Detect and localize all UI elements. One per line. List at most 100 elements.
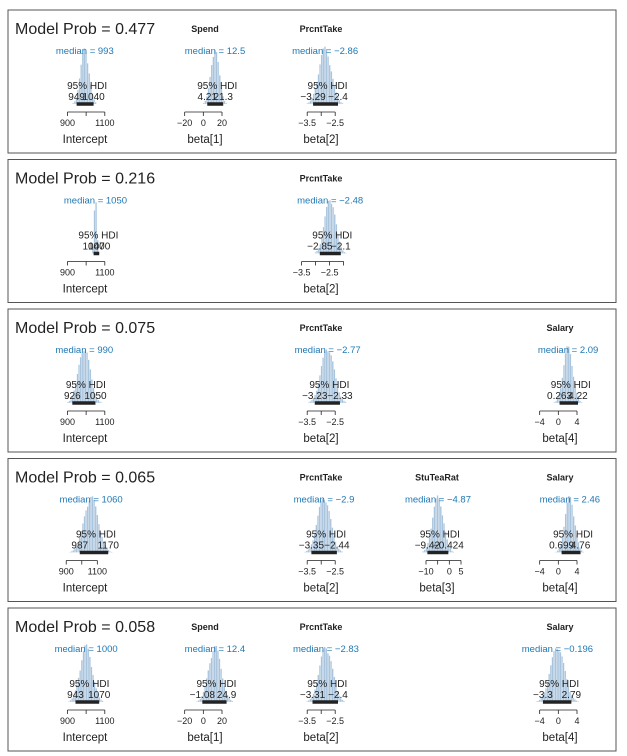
histogram-bar xyxy=(555,551,558,553)
x-tick-label: 0 xyxy=(556,567,561,577)
hdi-label: 95% HDI xyxy=(78,231,118,242)
hdi-label: 95% HDI xyxy=(307,679,347,690)
hdi-low-label: −3.3 xyxy=(533,690,553,701)
x-tick-label: 1100 xyxy=(95,118,114,128)
x-tick-label: −4 xyxy=(535,567,545,577)
hdi-label: 95% HDI xyxy=(69,679,109,690)
hdi-low-label: 1040 xyxy=(82,242,105,253)
hdi-low-label: 987 xyxy=(71,541,88,552)
hdi-low-label: 926 xyxy=(64,391,81,402)
x-axis-label: Intercept xyxy=(63,134,109,146)
hdi-high-label: −2.4 xyxy=(328,690,348,701)
histogram-bar xyxy=(325,648,328,703)
hdi-low-label: 4.21 xyxy=(198,92,218,103)
hdi-label: 95% HDI xyxy=(67,81,107,92)
median-label: median = 993 xyxy=(56,46,114,57)
median-label: median = −2.83 xyxy=(293,644,359,655)
x-tick-label: −4 xyxy=(535,417,545,427)
histogram-bar xyxy=(93,99,95,105)
x-tick-label: 900 xyxy=(60,716,75,726)
histogram-bar xyxy=(69,551,72,553)
x-tick-label: 900 xyxy=(59,567,74,577)
median-label: median = 12.4 xyxy=(185,644,245,655)
x-axis-label: beta[2] xyxy=(303,433,338,445)
model-prob-prefix: Model Prob xyxy=(15,171,97,188)
histogram-bar xyxy=(344,401,347,404)
histogram-bar xyxy=(304,551,307,553)
hdi-high-label: 1070 xyxy=(88,242,111,253)
x-tick-label: −10 xyxy=(418,567,433,577)
hdi-high-label: −2.1 xyxy=(331,242,351,253)
hdi-high-label: 4.22 xyxy=(568,391,588,402)
hdi-high-label: 1050 xyxy=(84,391,107,402)
hdi-label: 95% HDI xyxy=(197,81,237,92)
histogram-bar xyxy=(202,102,205,105)
histogram-bar xyxy=(81,352,84,404)
x-tick-label: −2.5 xyxy=(326,716,344,726)
hdi-high-label: 4.76 xyxy=(571,541,591,552)
panel-title: PrcntTake xyxy=(300,174,343,184)
x-tick-label: 0 xyxy=(201,118,206,128)
histogram-bar xyxy=(554,648,557,703)
histogram-bar xyxy=(72,102,75,105)
median-label: median = 990 xyxy=(55,345,113,356)
panel-title: Salary xyxy=(546,622,573,632)
x-tick-label: −4 xyxy=(535,716,545,726)
histogram-bar xyxy=(556,648,559,703)
model-prob-equals: = xyxy=(97,171,115,188)
x-tick-label: 0 xyxy=(447,567,452,577)
hdi-low-label: 0.699 xyxy=(549,541,574,552)
model-frame xyxy=(7,308,617,453)
hdi-label: 95% HDI xyxy=(308,81,348,92)
panel-title: Salary xyxy=(546,323,573,333)
model-prob-prefix: Model Prob xyxy=(15,470,97,487)
model-prob-equals: = xyxy=(97,21,115,38)
median-label: median = −0.196 xyxy=(522,644,593,655)
model-frame xyxy=(7,458,617,602)
model-frame xyxy=(7,607,617,752)
panel-title: PrcntTake xyxy=(300,24,343,34)
panel-title: PrcntTake xyxy=(300,473,343,483)
histogram-bar xyxy=(93,499,96,553)
hdi-label: 95% HDI xyxy=(309,380,349,391)
histogram-bar xyxy=(535,701,538,703)
x-axis-label: beta[4] xyxy=(542,583,577,595)
median-label: median = −2.77 xyxy=(295,345,361,356)
x-tick-label: 20 xyxy=(217,118,227,128)
hdi-high-label: 2.79 xyxy=(562,690,582,701)
median-label: median = −2.48 xyxy=(297,196,363,207)
histogram-bar xyxy=(557,650,560,703)
x-tick-label: 4 xyxy=(574,716,579,726)
x-tick-label: 900 xyxy=(60,118,75,128)
histogram-bar xyxy=(94,102,97,105)
hdi-low-label: −3.31 xyxy=(300,690,326,701)
model-prob-value: 0.058 xyxy=(115,619,155,636)
hdi-low-label: −3.23 xyxy=(302,391,328,402)
hdi-high-label: 1170 xyxy=(97,541,119,552)
x-axis-label: beta[4] xyxy=(542,732,577,744)
x-axis-label: beta[4] xyxy=(542,433,577,445)
hdi-high-label: 1040 xyxy=(82,92,105,103)
model-prob-equals: = xyxy=(97,619,115,636)
x-axis-label: Intercept xyxy=(63,284,109,296)
hdi-low-label: −9.42 xyxy=(415,541,441,552)
x-tick-label: 4 xyxy=(574,567,579,577)
model-prob-value: 0.477 xyxy=(115,21,155,38)
x-axis-label: beta[1] xyxy=(187,732,222,744)
x-tick-label: 0 xyxy=(201,716,206,726)
x-tick-label: −3.5 xyxy=(298,567,316,577)
x-tick-label: −2.5 xyxy=(326,118,344,128)
